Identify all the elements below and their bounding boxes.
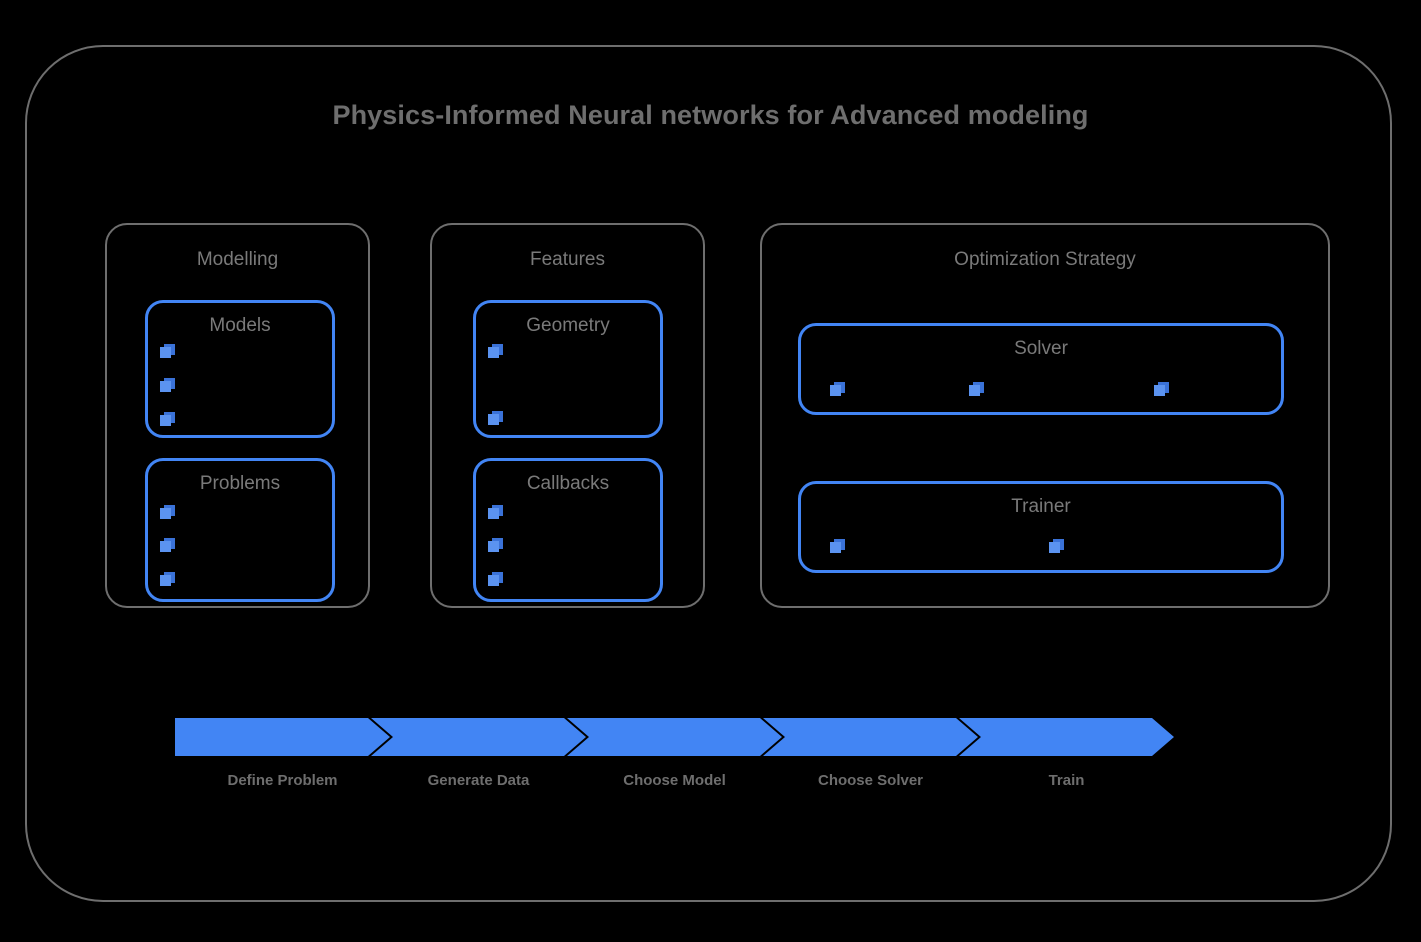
group-panel-features: Features	[430, 223, 705, 608]
cube-front-face	[160, 347, 171, 358]
sub-box-title-solver: Solver	[1014, 338, 1068, 359]
cube-icon-solver-1	[830, 382, 845, 397]
cube-icon-callbacks-3	[488, 572, 503, 587]
cube-front-face	[160, 415, 171, 426]
cube-icon-geometry-2	[488, 411, 503, 426]
cube-front-face	[488, 347, 499, 358]
cube-icon-models-2	[160, 378, 175, 393]
cube-front-face	[488, 541, 499, 552]
cube-icon-problems-1	[160, 505, 175, 520]
group-title-features: Features	[530, 249, 605, 270]
cube-icon-solver-2	[969, 382, 984, 397]
sub-box-problems[interactable]: Problems	[145, 458, 335, 602]
cube-icon-trainer-1	[830, 539, 845, 554]
cube-front-face	[830, 385, 841, 396]
cube-icon-models-3	[160, 412, 175, 427]
sub-box-models[interactable]: Models	[145, 300, 335, 438]
cube-front-face	[1049, 542, 1060, 553]
cube-icon-problems-3	[160, 572, 175, 587]
group-title-optimization-strategy: Optimization Strategy	[954, 249, 1136, 270]
cube-front-face	[160, 541, 171, 552]
pipeline-step-arrow-4[interactable]	[763, 718, 978, 756]
sub-box-solver[interactable]: Solver	[798, 323, 1284, 415]
cube-icon-callbacks-1	[488, 505, 503, 520]
sub-box-title-callbacks: Callbacks	[526, 473, 610, 494]
sub-box-geometry[interactable]: Geometry	[473, 300, 663, 438]
cube-icon-trainer-2	[1049, 539, 1064, 554]
sub-box-callbacks[interactable]: Callbacks	[473, 458, 663, 602]
pipeline-step-arrow-5[interactable]	[959, 718, 1174, 756]
sub-box-title-models: Models	[209, 315, 271, 336]
cube-icon-models-1	[160, 344, 175, 359]
sub-box-title-trainer: Trainer	[1011, 496, 1071, 517]
pipeline-step-arrow-3[interactable]	[567, 718, 782, 756]
cube-front-face	[160, 508, 171, 519]
cube-front-face	[488, 575, 499, 586]
cube-front-face	[160, 381, 171, 392]
cube-front-face	[160, 575, 171, 586]
pipeline-step-label-5: Train	[1048, 772, 1085, 789]
cube-front-face	[1154, 385, 1165, 396]
diagram-outer-frame	[25, 45, 1392, 902]
cube-icon-geometry-1	[488, 344, 503, 359]
pipeline-step-label-3: Choose Model	[623, 772, 726, 789]
group-title-modelling: Modelling	[196, 249, 279, 270]
cube-icon-solver-3	[1154, 382, 1169, 397]
cube-front-face	[969, 385, 980, 396]
pipeline-step-arrow-2[interactable]	[371, 718, 586, 756]
cube-front-face	[488, 414, 499, 425]
sub-box-title-problems: Problems	[199, 473, 281, 494]
pipeline-step-label-1: Define Problem	[227, 772, 338, 789]
sub-box-title-geometry: Geometry	[526, 315, 610, 336]
cube-icon-problems-2	[160, 538, 175, 553]
pipeline-step-label-2: Generate Data	[427, 772, 530, 789]
cube-front-face	[830, 542, 841, 553]
cube-front-face	[488, 508, 499, 519]
group-panel-optimization-strategy: Optimization Strategy	[760, 223, 1330, 608]
pipeline-step-arrow-1[interactable]	[175, 718, 390, 756]
group-panel-modelling: Modelling	[105, 223, 370, 608]
sub-box-trainer[interactable]: Trainer	[798, 481, 1284, 573]
pipeline-step-label-4: Choose Solver	[817, 772, 924, 789]
diagram-title: Physics-Informed Neural networks for Adv…	[332, 100, 1089, 130]
cube-icon-callbacks-2	[488, 538, 503, 553]
